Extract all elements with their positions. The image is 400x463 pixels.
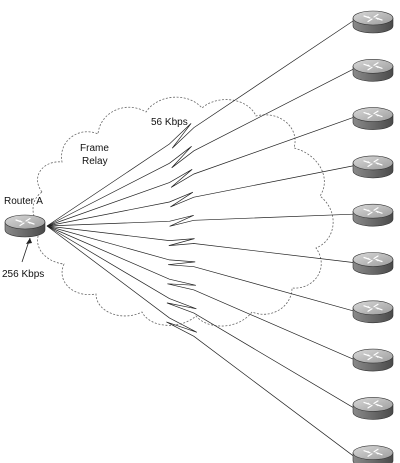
remote-router-8[interactable]: [352, 348, 394, 372]
hub-speed-arrowhead: [26, 238, 32, 244]
remote-router-1[interactable]: [352, 10, 394, 34]
router-a[interactable]: [4, 214, 46, 238]
frame-relay-cloud: [32, 96, 334, 327]
virtual-circuit-6: [46, 225, 354, 263]
virtual-circuit-5: [46, 213, 354, 227]
cloud-label-relay: Relay: [82, 156, 108, 167]
cloud-label-frame: Frame: [80, 143, 109, 154]
virtual-circuit-links: [46, 20, 354, 456]
virtual-circuit-8: [46, 225, 354, 360]
remote-routers: [352, 10, 394, 463]
virtual-circuit-2: [46, 68, 354, 227]
virtual-circuit-1: [46, 20, 354, 227]
router-a-label: Router A: [4, 196, 43, 207]
remote-router-7[interactable]: [352, 300, 394, 324]
speed-remote-label: 56 Kbps: [151, 117, 188, 128]
virtual-circuit-3: [46, 117, 354, 227]
speed-hub-label: 256 Kbps: [2, 269, 44, 280]
virtual-circuit-7: [46, 225, 354, 312]
remote-router-5[interactable]: [352, 203, 394, 227]
remote-router-6[interactable]: [352, 251, 394, 276]
remote-router-10[interactable]: [352, 445, 394, 463]
virtual-circuit-4: [46, 165, 354, 227]
remote-router-2[interactable]: [352, 58, 394, 82]
virtual-circuit-10: [46, 225, 354, 456]
remote-router-3[interactable]: [352, 106, 394, 131]
remote-router-4[interactable]: [352, 155, 394, 179]
virtual-circuit-9: [46, 225, 354, 408]
remote-router-9[interactable]: [352, 396, 394, 420]
